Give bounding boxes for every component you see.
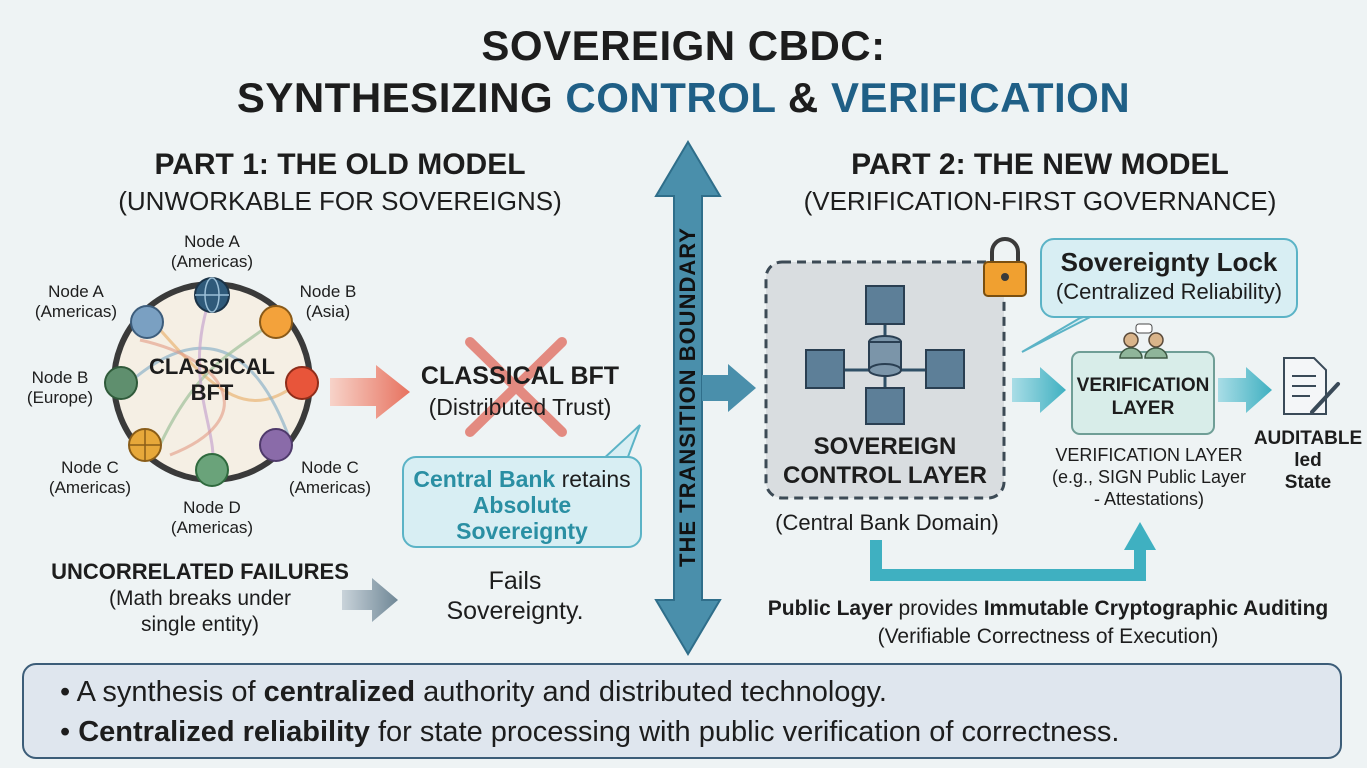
- node-name: Node A: [48, 282, 104, 301]
- node-label-top: Node A (Americas): [152, 232, 272, 272]
- control-line1: SOVEREIGN: [813, 433, 957, 460]
- node-region: (Americas): [170, 252, 254, 271]
- sovereign-control-label: SOVEREIGN CONTROL LAYER: [766, 432, 1004, 490]
- control-line2: CONTROL LAYER: [782, 462, 988, 489]
- bubble-line2: Absolute: [472, 492, 572, 518]
- title-line-1: SOVEREIGN CBDC:: [481, 22, 886, 69]
- lock-icon: [983, 237, 1027, 297]
- part2-subheading: (VERIFICATION-FIRST GOVERNANCE): [803, 186, 1277, 216]
- verif-caption-line2: (e.g., SIGN Public Layer: [1051, 467, 1247, 487]
- b1-pre: A synthesis of: [76, 676, 264, 708]
- node-name: Node C: [61, 458, 119, 477]
- node-name: Node A: [184, 232, 240, 251]
- bft-ring: [104, 277, 319, 487]
- transition-boundary-arrow: [654, 140, 756, 656]
- node-region: (Americas): [34, 302, 118, 321]
- auditable-line2: led: [1294, 450, 1322, 471]
- verif-box-line2: LAYER: [1111, 398, 1175, 419]
- part1-heading: PART 1: THE OLD MODEL: [154, 148, 526, 181]
- public-layer-line1: Public Layer provides Immutable Cryptogr…: [730, 596, 1366, 622]
- title-line-2: SYNTHESIZING CONTROL & VERIFICATION: [0, 74, 1367, 122]
- fails-sovereignty: Fails Sovereignty.: [420, 566, 610, 626]
- part2-heading: PART 2: THE NEW MODEL: [851, 148, 1229, 181]
- bullet-dot: •: [60, 716, 79, 748]
- public-bold1: Public Layer: [767, 597, 893, 620]
- crossed-bft-title: CLASSICAL BFT: [420, 362, 620, 390]
- verification-caption: VERIFICATION LAYER (e.g., SIGN Public La…: [1034, 444, 1264, 510]
- crossed-bft-sub: (Distributed Trust): [428, 394, 612, 420]
- public-layer-line2: (Verifiable Correctness of Execution): [877, 625, 1219, 648]
- fails-line1: Fails: [488, 567, 542, 595]
- bubble-line3: Sovereignty: [456, 518, 588, 544]
- bft-center-line1: CLASSICAL: [149, 354, 275, 379]
- lock-title: Sovereignty Lock: [1060, 247, 1278, 277]
- failures-line3: single entity): [141, 613, 259, 636]
- node-label-bottom: Node D (Americas): [152, 498, 272, 538]
- verif-caption-line1: VERIFICATION LAYER: [1055, 445, 1243, 465]
- summary-bullet-2: • Centralized reliability for state proc…: [60, 712, 1119, 752]
- node-region: (Europe): [26, 388, 94, 407]
- b1-post: authority and distributed technology.: [415, 676, 887, 708]
- node-name: Node B: [299, 282, 357, 301]
- node-name: Node D: [183, 498, 241, 517]
- title-amp: &: [775, 74, 831, 121]
- central-bank-bubble: Central Bank retains Absolute Sovereignt…: [402, 456, 642, 548]
- bft-center-line2: BFT: [190, 380, 234, 405]
- control-caption: (Central Bank Domain): [775, 510, 999, 535]
- verif-caption-line3: - Attestations): [1093, 489, 1205, 509]
- return-arrow-icon: [870, 540, 1146, 581]
- failures-title: UNCORRELATED FAILURES: [51, 559, 349, 584]
- teal-arrow-icon: [1012, 367, 1066, 413]
- gray-arrow-icon: [342, 578, 398, 622]
- lock-bubble-tail: [1021, 311, 1101, 353]
- cross-icon: [465, 337, 567, 437]
- public-bold2: Immutable Cryptographic Auditing: [983, 597, 1329, 620]
- auditable-line3: State: [1284, 472, 1332, 493]
- title-control: CONTROL: [565, 74, 776, 121]
- transition-boundary-label: THE TRANSITION BOUNDARY: [675, 227, 700, 567]
- summary-bullet-1: • A synthesis of centralized authority a…: [60, 672, 887, 712]
- verification-box-label: VERIFICATION LAYER: [1072, 374, 1214, 420]
- node-region: (Americas): [288, 478, 372, 497]
- failures-line2: (Math breaks under: [108, 587, 292, 610]
- document-icon: [1283, 357, 1340, 415]
- auditable-line1: AUDITABLE: [1253, 428, 1363, 449]
- node-label-top-right: Node B (Asia): [268, 282, 388, 322]
- lock-sub: (Centralized Reliability): [1055, 279, 1283, 304]
- node-name: Node C: [301, 458, 359, 477]
- bullet-dot: •: [60, 676, 77, 708]
- part1-subheading: (UNWORKABLE FOR SOVEREIGNS): [118, 186, 562, 216]
- node-region: (Americas): [48, 478, 132, 497]
- summary-box: [22, 663, 1342, 759]
- verif-box-line1: VERIFICATION: [1076, 375, 1210, 396]
- cubes-network-icon: [805, 285, 965, 425]
- title-verification: VERIFICATION: [830, 74, 1131, 121]
- red-arrow-icon: [330, 365, 410, 419]
- auditable-state-label: AUDITABLE led State: [1250, 428, 1366, 494]
- fails-line2: Sovereignty.: [446, 597, 584, 625]
- node-name: Node B: [31, 368, 89, 387]
- b1-bold: centralized: [263, 676, 416, 708]
- node-label-top-left: Node A (Americas): [16, 282, 136, 322]
- people-icon: [1119, 323, 1168, 359]
- failures-desc: (Math breaks under single entity): [40, 586, 360, 638]
- node-label-bottom-right: Node C (Americas): [270, 458, 390, 498]
- verification-layer-box: [1071, 351, 1215, 435]
- node-label-left: Node B (Europe): [0, 368, 120, 408]
- bubble-rest: retains: [555, 466, 631, 492]
- node-label-bottom-left: Node C (Americas): [30, 458, 150, 498]
- public-mid: provides: [892, 597, 984, 620]
- node-region: (Americas): [170, 518, 254, 537]
- title-prefix: SYNTHESIZING: [236, 74, 566, 121]
- teal-arrow-icon: [1218, 367, 1272, 413]
- node-region: (Asia): [305, 302, 351, 321]
- sovereignty-lock-bubble: Sovereignty Lock (Centralized Reliabilit…: [1040, 238, 1298, 318]
- b2-post: for state processing with public verific…: [369, 716, 1120, 748]
- bubble-highlight: Central Bank: [413, 466, 556, 492]
- bft-center-label: CLASSICAL BFT: [142, 354, 282, 406]
- b2-bold: Centralized reliability: [78, 716, 370, 748]
